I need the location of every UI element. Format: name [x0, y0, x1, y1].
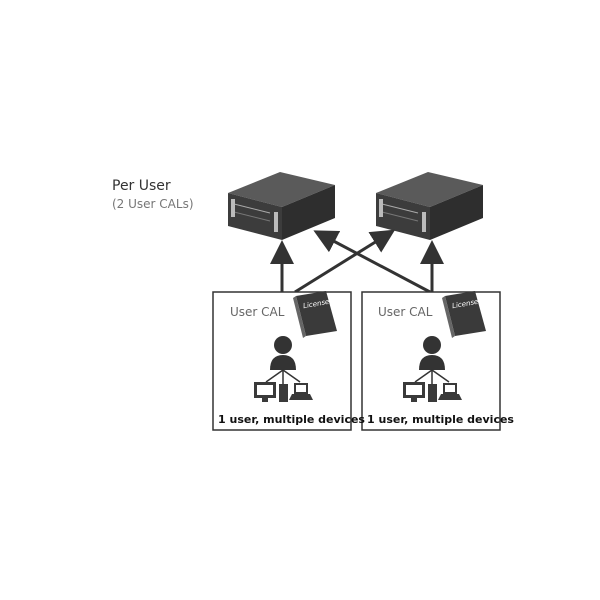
- connection-arrows: [270, 229, 444, 294]
- computer-tower-icon: [279, 384, 288, 402]
- server-left: [228, 172, 335, 240]
- arrow-box2-to-server1: [313, 230, 431, 294]
- license-book-icon: [293, 291, 337, 338]
- laptop-icon: [438, 383, 462, 400]
- diagram-title: Per User: [112, 178, 171, 194]
- person-icon: [419, 336, 445, 370]
- server-right: [376, 172, 483, 240]
- diagram-subtitle: (2 User CALs): [112, 197, 194, 211]
- computer-tower-icon: [428, 384, 437, 402]
- laptop-icon: [289, 383, 313, 400]
- license-book-icon: [442, 291, 486, 338]
- cal-label: User CAL: [230, 305, 285, 319]
- box-caption: 1 user, multiple devices: [367, 413, 514, 426]
- arrow-box1-to-server2: [294, 229, 396, 294]
- box-caption: 1 user, multiple devices: [218, 413, 365, 426]
- person-icon: [270, 336, 296, 370]
- device-links: [265, 369, 450, 384]
- desktop-monitor-icon: [403, 382, 425, 402]
- desktop-monitor-icon: [254, 382, 276, 402]
- cal-label: User CAL: [378, 305, 433, 319]
